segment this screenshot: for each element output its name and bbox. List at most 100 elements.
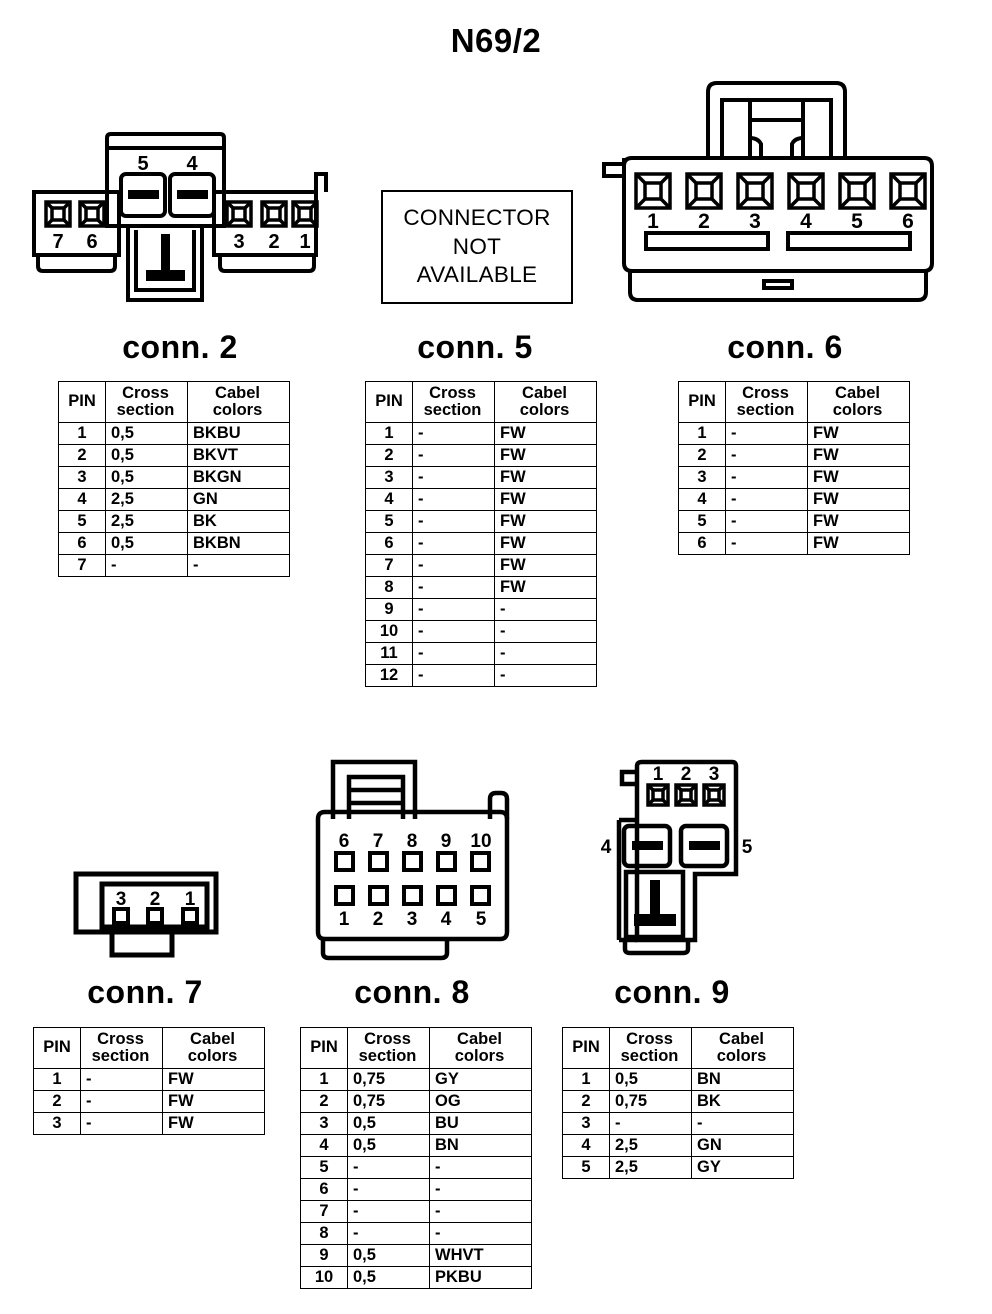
pin-number-4: 4 [186, 153, 198, 175]
cell-cabel-color: - [187, 554, 290, 577]
cell-pin: 9 [300, 1244, 348, 1267]
table-row: 2-FW [678, 444, 910, 467]
cell-cabel-color: FW [494, 444, 597, 467]
cell-cross-section: 0,5 [347, 1266, 430, 1289]
cell-cross-section: - [80, 1068, 163, 1091]
pin-number-9: 9 [441, 831, 452, 852]
cell-cross-section: 2,5 [609, 1134, 692, 1157]
cell-cabel-color: - [429, 1178, 532, 1201]
cell-cabel-color: BKVT [187, 444, 290, 467]
cell-cross-section: 0,75 [347, 1068, 430, 1091]
cell-cross-section: 2,5 [105, 488, 188, 511]
cell-pin: 5 [562, 1156, 610, 1179]
cell-cross-section: - [609, 1112, 692, 1135]
connector-9-drawing: 1 2 3 4 5 [601, 759, 753, 956]
cell-pin: 2 [33, 1090, 81, 1113]
cell-cabel-color: BN [429, 1134, 532, 1157]
cell-cross-section: - [725, 444, 808, 467]
cell-cabel-color: FW [807, 532, 910, 555]
header-pin: PIN [678, 381, 726, 423]
table-row: 10-- [365, 620, 597, 643]
pin-number-7: 7 [373, 831, 384, 852]
cell-cabel-color: GN [691, 1134, 794, 1157]
cell-cabel-color: FW [162, 1112, 265, 1135]
cell-cabel-color: BU [429, 1112, 532, 1135]
cell-cabel-color: GY [691, 1156, 794, 1179]
table-row: 5-FW [678, 510, 910, 533]
connector-8-label: conn. 8 [354, 974, 470, 1010]
cell-cross-section: - [80, 1112, 163, 1135]
cell-cabel-color: FW [494, 488, 597, 511]
table-row: 12-- [365, 664, 597, 687]
cell-cross-section: - [105, 554, 188, 577]
cell-pin: 3 [300, 1112, 348, 1135]
table-row: 6-FW [365, 532, 597, 555]
table-row: 2-FW [33, 1090, 265, 1113]
cell-pin: 4 [562, 1134, 610, 1157]
cell-cross-section: - [725, 510, 808, 533]
cell-cross-section: - [412, 554, 495, 577]
connector-2-drawing: 5 4 7 6 3 2 1 [32, 132, 328, 302]
table-row: 11-- [365, 642, 597, 665]
cell-pin: 10 [365, 620, 413, 643]
cell-pin: 4 [58, 488, 106, 511]
cell-pin: 5 [300, 1156, 348, 1179]
cell-cross-section: 0,5 [105, 466, 188, 489]
cell-cabel-color: GN [187, 488, 290, 511]
na-line-1: CONNECTOR [403, 204, 551, 230]
cell-cross-section: 0,5 [105, 444, 188, 467]
cell-pin: 7 [58, 554, 106, 577]
connector-9-label: conn. 9 [614, 974, 730, 1010]
cell-cross-section: - [725, 488, 808, 511]
pin-number-1: 1 [339, 909, 350, 930]
pin-number-3: 3 [749, 210, 761, 233]
table-row: 7-- [300, 1200, 532, 1223]
cell-pin: 3 [33, 1112, 81, 1135]
table-row: 3-- [562, 1112, 794, 1135]
pin-number-1: 1 [185, 889, 196, 910]
cell-pin: 4 [300, 1134, 348, 1157]
cell-cross-section: - [80, 1090, 163, 1113]
na-line-2: NOT [452, 233, 502, 259]
cell-pin: 5 [58, 510, 106, 533]
cell-cross-section: 2,5 [609, 1156, 692, 1179]
cell-cross-section: - [725, 466, 808, 489]
pin-socket-2 [146, 907, 164, 925]
page-title: N69/2 [450, 22, 542, 59]
cell-pin: 3 [365, 466, 413, 489]
cell-pin: 11 [365, 642, 413, 665]
cell-cross-section: 0,5 [609, 1068, 692, 1091]
pin-number-1: 1 [647, 210, 659, 233]
cell-cross-section: - [412, 488, 495, 511]
cell-cabel-color: BK [187, 510, 290, 533]
pin-number-5: 5 [137, 153, 148, 175]
cell-cross-section: - [412, 510, 495, 533]
cell-pin: 10 [300, 1266, 348, 1289]
table-row: 6-- [300, 1178, 532, 1201]
header-pin: PIN [562, 1027, 610, 1069]
pin-number-5: 5 [851, 210, 863, 233]
cell-cabel-color: FW [494, 466, 597, 489]
cell-cabel-color: FW [807, 466, 910, 489]
cell-pin: 5 [365, 510, 413, 533]
cell-pin: 6 [300, 1178, 348, 1201]
table-row: 8-- [300, 1222, 532, 1245]
cell-cross-section: 0,5 [347, 1134, 430, 1157]
table-row: 8-FW [365, 576, 597, 599]
cell-pin: 1 [33, 1068, 81, 1091]
cell-cross-section: 0,5 [105, 422, 188, 445]
cell-cross-section: 0,5 [347, 1244, 430, 1267]
header-pin: PIN [365, 381, 413, 423]
cell-cabel-color: FW [494, 554, 597, 577]
cell-pin: 4 [678, 488, 726, 511]
